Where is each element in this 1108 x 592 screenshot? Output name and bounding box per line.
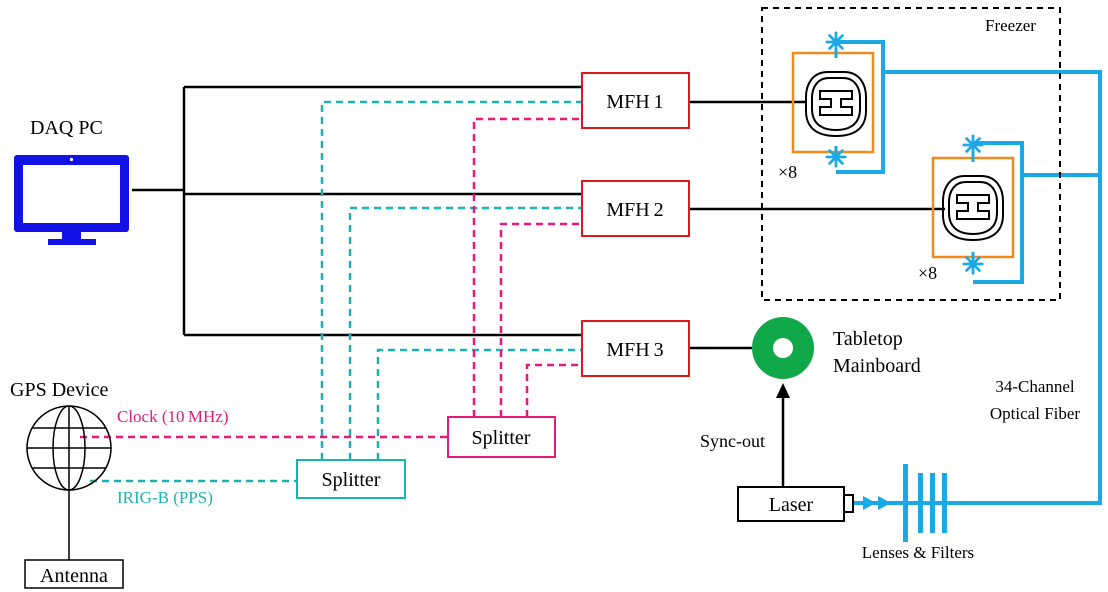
holder-frame-1 bbox=[791, 51, 875, 154]
fiber-connector-icon bbox=[962, 253, 984, 275]
splitter-clock: Splitter bbox=[447, 416, 556, 458]
laser: Laser bbox=[737, 486, 854, 522]
multiplicity-label-1: ×8 bbox=[778, 162, 797, 182]
daq-data-bus bbox=[132, 85, 582, 337]
freezer-label: Freezer bbox=[985, 16, 1036, 35]
irig-label: IRIG-B (PPS) bbox=[117, 488, 213, 507]
mfh-3-label: MFH 3 bbox=[606, 339, 663, 361]
detector-holder-1: ×8 bbox=[778, 31, 875, 182]
sync-out-arrow bbox=[776, 383, 790, 487]
fiber-connector-icon bbox=[825, 31, 847, 53]
daq-pc: DAQ PC bbox=[14, 117, 129, 245]
splitter-irig-label: Splitter bbox=[322, 469, 381, 491]
mfh-2: MFH 2 bbox=[581, 180, 690, 237]
freezer-box bbox=[761, 7, 1061, 301]
gps-device-label: GPS Device bbox=[10, 379, 108, 401]
fiber-label-line1: 34-Channel bbox=[995, 377, 1075, 396]
mainboard-label-line1: Tabletop bbox=[833, 328, 903, 350]
detector-holder-2: ×8 bbox=[918, 134, 1015, 283]
lenses-filters-label: Lenses & Filters bbox=[862, 543, 974, 562]
fiber-connector-icon bbox=[962, 134, 984, 156]
gps-device: GPS Device Antenna bbox=[10, 379, 124, 589]
lenses-and-filters bbox=[863, 464, 947, 542]
irig-signal-lines bbox=[90, 100, 582, 483]
multiplicity-label-2: ×8 bbox=[918, 263, 937, 283]
mainboard-label-line2: Mainboard bbox=[833, 355, 921, 377]
fiber-connector-icon bbox=[825, 146, 847, 168]
detector-icon bbox=[941, 174, 1005, 242]
globe-icon bbox=[26, 405, 112, 491]
antenna-box bbox=[24, 559, 124, 589]
mfh-detector-wires bbox=[689, 100, 945, 350]
monitor-icon bbox=[14, 155, 129, 245]
daq-pc-label: DAQ PC bbox=[30, 117, 103, 139]
laser-label: Laser bbox=[769, 494, 814, 516]
mfh-3: MFH 3 bbox=[581, 320, 690, 377]
mfh-1: MFH 1 bbox=[581, 72, 690, 129]
mfh-1-label: MFH 1 bbox=[606, 91, 663, 113]
clock-signal-lines bbox=[80, 117, 582, 439]
splitter-clock-label: Splitter bbox=[472, 427, 531, 449]
fiber-label-line2: Optical Fiber bbox=[990, 404, 1081, 423]
tabletop-mainboard: Tabletop Mainboard bbox=[752, 317, 921, 379]
antenna-label: Antenna bbox=[40, 565, 108, 587]
splitter-irig: Splitter bbox=[296, 459, 406, 499]
sync-out-label: Sync-out bbox=[700, 431, 765, 451]
clock-label: Clock (10 MHz) bbox=[117, 407, 229, 426]
mfh-2-label: MFH 2 bbox=[606, 199, 663, 221]
detector-icon bbox=[804, 70, 868, 138]
